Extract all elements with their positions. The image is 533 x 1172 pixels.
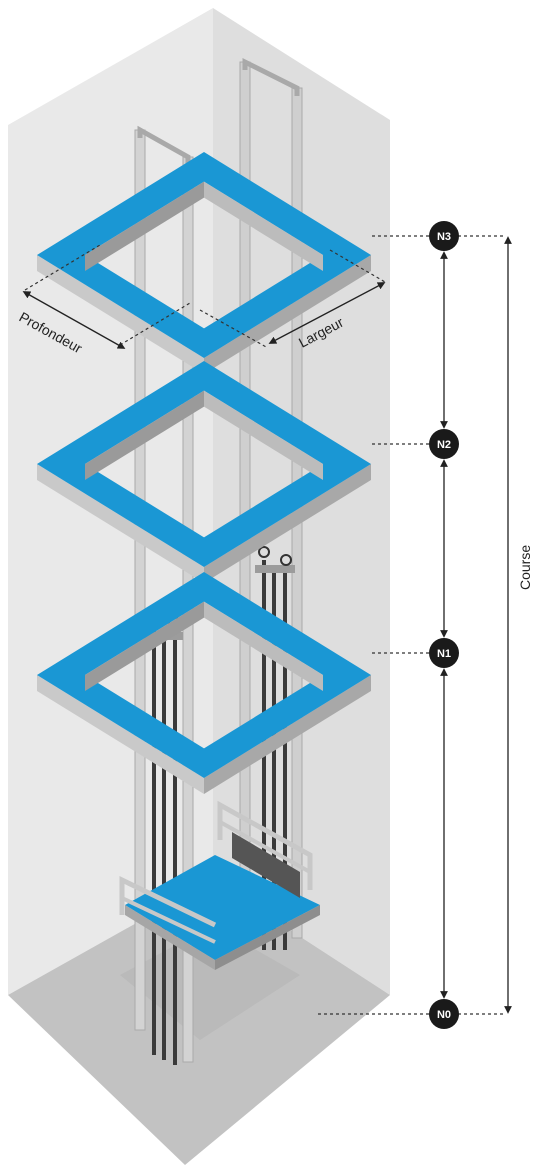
level-frame-n3-top-back-right <box>204 152 371 255</box>
level-frame-n2-top-front-left <box>37 464 204 567</box>
guide-line-depth-a <box>24 244 101 291</box>
cable-right-2 <box>272 565 276 950</box>
lift-platform <box>119 800 320 970</box>
level-frame-n1-inner-right <box>204 601 323 691</box>
level-frame-n1-inner-left <box>85 601 204 691</box>
level-frame-n2-top-back-right <box>204 361 371 464</box>
badge-n3-label: N3 <box>437 231 451 243</box>
platform-railing-front <box>119 876 217 928</box>
cable-left-1 <box>152 625 156 1055</box>
level-frame-n3-inner-left <box>85 181 204 271</box>
badge-n1-label: N1 <box>437 648 451 660</box>
guide-line-width-a <box>329 249 386 283</box>
arrow-width <box>268 282 386 344</box>
level-frame-n2-right-side <box>204 464 371 583</box>
level-frame-n2-inner-right <box>204 390 323 480</box>
level-frames <box>37 152 371 794</box>
rail-back-top-frame <box>242 57 300 96</box>
badge-n3 <box>429 221 459 251</box>
level-frame-n1-top-back-left <box>37 572 204 675</box>
level-arrows <box>22 236 512 1014</box>
cable-left-3 <box>173 635 177 1065</box>
level-frame-n1-top-front-left <box>37 675 204 778</box>
badge-n0-label: N0 <box>437 1009 451 1021</box>
cable-left-2 <box>162 630 166 1060</box>
level-frame-n1-right-side <box>204 675 371 794</box>
guide-line-width-b <box>199 309 269 349</box>
platform-right-side <box>215 905 320 970</box>
badge-n0 <box>429 999 459 1029</box>
arrow-depth <box>22 291 126 349</box>
platform-railing-back-mid <box>219 820 311 874</box>
travel-label: Course <box>517 545 533 590</box>
platform-gate <box>232 832 300 898</box>
rail-front-top-frame <box>137 125 191 165</box>
level-frame-n1-top-front-right <box>204 675 371 778</box>
badge-n1 <box>429 638 459 668</box>
guide-lines <box>24 235 505 1015</box>
platform-railing-front-mid <box>121 896 216 944</box>
level-badges: N3 N2 N1 N0 <box>429 221 459 1029</box>
level-frame-n3-inner-right <box>204 181 323 271</box>
platform-top <box>125 855 320 960</box>
level-frame-n2-top-front-right <box>204 464 371 567</box>
level-frame-n2-inner-left <box>85 390 204 480</box>
level-frame-n2-top-back-left <box>37 361 204 464</box>
pulley-icon <box>258 546 270 558</box>
guide-line-depth-b <box>119 302 191 346</box>
badge-n2 <box>429 429 459 459</box>
level-frame-n1-left-side <box>37 675 204 794</box>
pulley-bar-right <box>255 565 295 573</box>
level-frame-n3-top-back-left <box>37 152 204 255</box>
level-frame-n2-left-side <box>37 464 204 583</box>
cable-right-3 <box>283 570 287 950</box>
badge-n2-label: N2 <box>437 439 451 451</box>
pulley-icon <box>280 554 292 566</box>
platform-left-side <box>125 905 215 970</box>
level-frame-n1-top-back-right <box>204 572 371 675</box>
